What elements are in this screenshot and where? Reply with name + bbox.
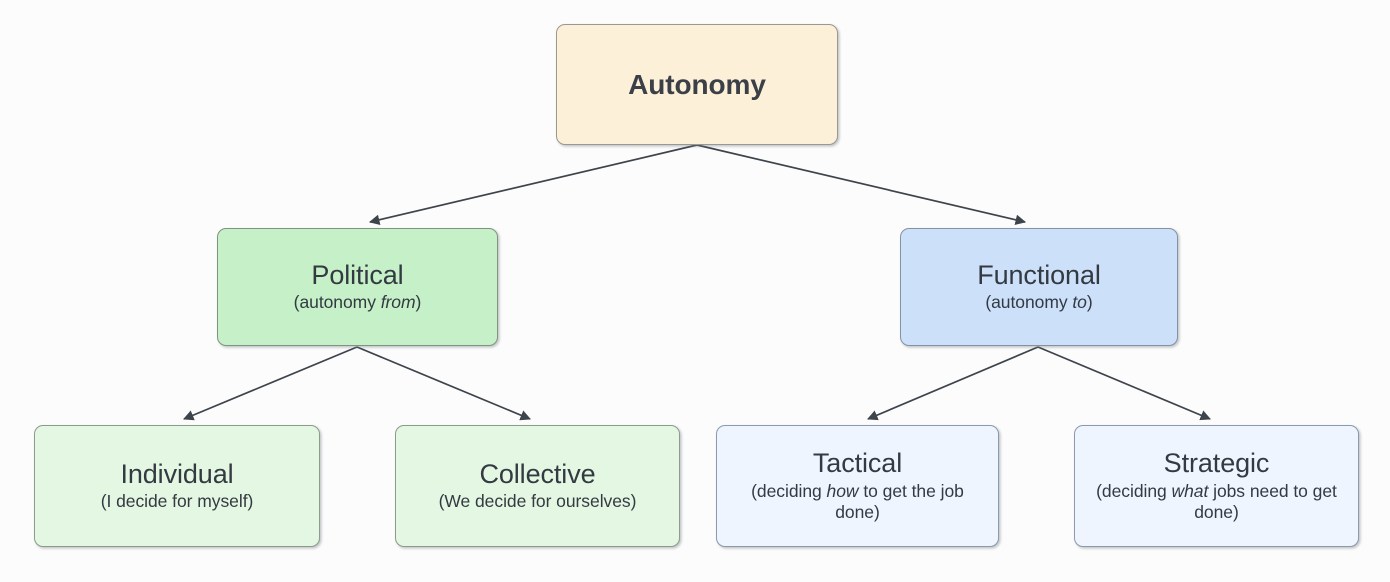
node-individual[interactable]: Individual (I decide for myself): [34, 425, 320, 547]
subtitle-prefix: (autonomy: [293, 292, 381, 313]
node-tactical-title: Tactical: [812, 447, 903, 478]
node-tactical[interactable]: Tactical (deciding how to get the job do…: [716, 425, 999, 547]
edge-functional-strategic: [1037, 346, 1211, 421]
node-functional[interactable]: Functional (autonomy to): [900, 228, 1178, 346]
node-functional-subtitle: (autonomy to): [985, 292, 1092, 314]
node-collective-title: Collective: [479, 458, 596, 489]
node-strategic-title: Strategic: [1163, 447, 1270, 478]
node-individual-subtitle: (I decide for myself): [100, 491, 254, 512]
subtitle-prefix: (deciding: [751, 480, 827, 501]
node-autonomy-title: Autonomy: [628, 68, 766, 100]
edge-political-collective: [356, 346, 531, 421]
subtitle-suffix: jobs need to get done): [1194, 480, 1337, 523]
subtitle-suffix: ): [1086, 292, 1093, 313]
node-collective[interactable]: Collective (We decide for ourselves): [395, 425, 680, 547]
node-tactical-subtitle: (deciding how to get the job done): [727, 481, 988, 525]
node-strategic[interactable]: Strategic (deciding what jobs need to ge…: [1074, 425, 1359, 547]
edge-political-individual: [183, 346, 358, 421]
node-strategic-subtitle: (deciding what jobs need to get done): [1086, 481, 1348, 525]
subtitle-prefix: (autonomy: [985, 292, 1073, 313]
subtitle-emphasis: from: [380, 292, 416, 313]
subtitle-suffix: to get the job done): [835, 480, 964, 523]
subtitle-emphasis: what: [1171, 480, 1209, 501]
node-political-title: Political: [311, 259, 404, 290]
edge-root-functional: [696, 144, 1027, 225]
edge-root-political: [368, 144, 698, 225]
subtitle-emphasis: to: [1072, 292, 1087, 313]
node-individual-title: Individual: [120, 458, 234, 489]
subtitle-emphasis: how: [826, 480, 859, 501]
subtitle-prefix: (deciding: [1096, 480, 1172, 501]
node-functional-title: Functional: [977, 259, 1101, 290]
subtitle-suffix: ): [415, 292, 422, 313]
node-autonomy[interactable]: Autonomy: [556, 24, 838, 145]
node-political[interactable]: Political (autonomy from): [217, 228, 498, 346]
edge-functional-tactical: [867, 346, 1039, 421]
node-collective-subtitle: (We decide for ourselves): [438, 491, 637, 512]
node-political-subtitle: (autonomy from): [294, 292, 422, 314]
